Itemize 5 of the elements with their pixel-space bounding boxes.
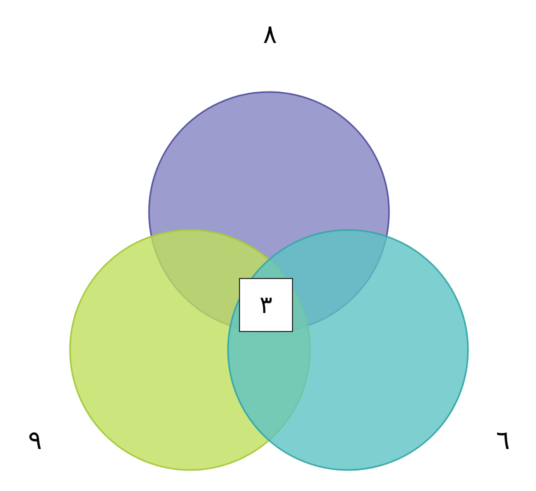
- set-label: ٩: [28, 426, 42, 456]
- intersection-label: ٣: [260, 291, 272, 319]
- venn-circle: [227, 229, 469, 471]
- set-label: ٦: [496, 426, 510, 456]
- set-label: ٨: [263, 20, 277, 50]
